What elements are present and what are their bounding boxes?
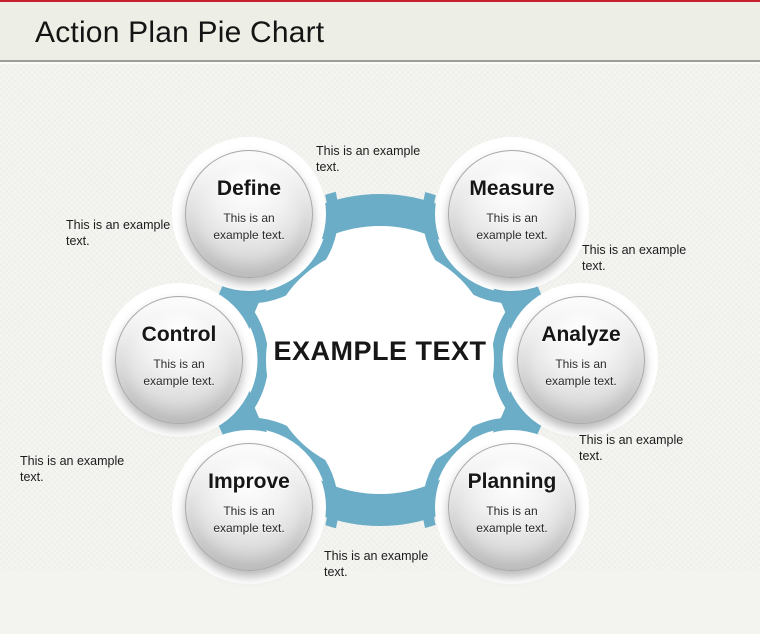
node-control-content: Control This is an example text. <box>136 323 222 388</box>
node-measure-sublabel: This is an example text. <box>476 211 548 242</box>
caption-top: This is an example text. <box>316 144 421 175</box>
center-white-disc <box>240 220 520 500</box>
node-improve: Improve This is an example text. <box>185 443 313 571</box>
node-improve-label: Improve <box>208 470 290 494</box>
top-accent-line <box>0 0 760 2</box>
page-title: Action Plan Pie Chart <box>35 16 325 49</box>
center-example-text: EXAMPLE TEXT <box>273 336 487 366</box>
node-measure-label: Measure <box>469 177 555 201</box>
node-analyze-content: Analyze This is an example text. <box>538 323 624 388</box>
node-planning: Planning This is an example text. <box>448 443 576 571</box>
node-improve-sublabel: This is an example text. <box>213 504 285 535</box>
node-control-sublabel: This is an example text. <box>143 357 215 388</box>
caption-right-upper: This is an example text. <box>582 243 687 274</box>
node-planning-sublabel: This is an example text. <box>476 504 548 535</box>
slide-body: EXAMPLE TEXT Define This is an example t… <box>0 64 760 584</box>
caption-left-upper: This is an example text. <box>66 218 171 249</box>
node-define-content: Define This is an example text. <box>206 177 292 242</box>
node-define-label: Define <box>216 177 282 201</box>
slide-header: Action Plan Pie Chart <box>0 2 760 64</box>
node-planning-content: Planning This is an example text. <box>468 470 557 535</box>
node-define: Define This is an example text. <box>185 150 313 278</box>
node-control: Control This is an example text. <box>115 296 243 424</box>
node-control-label: Control <box>141 323 217 347</box>
node-planning-label: Planning <box>467 470 557 494</box>
node-improve-content: Improve This is an example text. <box>206 470 292 535</box>
node-analyze: Analyze This is an example text. <box>517 296 645 424</box>
caption-bottom: This is an example text. <box>324 549 429 580</box>
node-measure-content: Measure This is an example text. <box>469 177 555 242</box>
node-analyze-label: Analyze <box>541 323 621 347</box>
node-measure: Measure This is an example text. <box>448 150 576 278</box>
caption-left-lower: This is an example text. <box>20 454 125 485</box>
caption-right-lower: This is an example text. <box>579 433 684 464</box>
node-analyze-sublabel: This is an example text. <box>545 357 617 388</box>
node-define-sublabel: This is an example text. <box>213 211 285 242</box>
